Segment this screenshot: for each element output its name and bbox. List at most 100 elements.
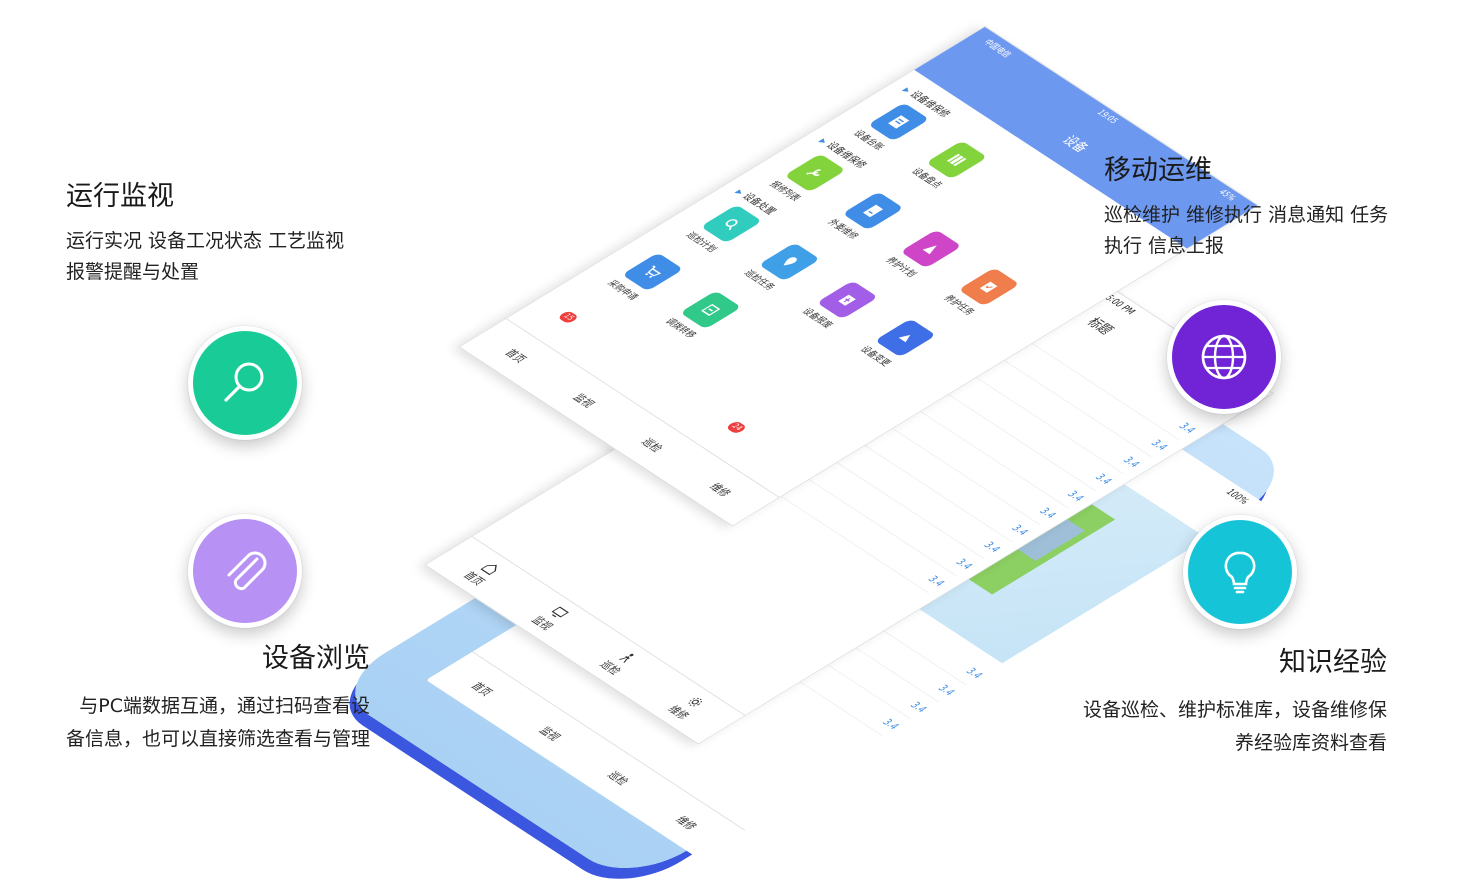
tile-label: 养护计划 [883, 255, 920, 279]
tab-inspection[interactable]: 巡检 [562, 741, 676, 814]
tab-label: 监视 [569, 392, 598, 410]
walking-person-icon [619, 653, 634, 663]
tile-inspection-plan[interactable]: 巡检计划 [667, 195, 777, 264]
feature-desc-line: 运行实况 设备工况状态 工艺监视 [66, 230, 345, 252]
transfer-icon [679, 290, 742, 330]
row-value: 3.4 [1120, 454, 1144, 469]
table-row: 污水集水池液位(m)3.4 [755, 357, 1040, 543]
row-label: 污泥池液位(m) [929, 260, 993, 302]
tab-monitor[interactable]: 监视 [528, 364, 642, 437]
tile-maintenance-plan[interactable]: 养护计划 [867, 220, 977, 289]
tile-label: 设备报废 [799, 306, 836, 330]
table-row: 污水集水池液位(m) 3.4 [866, 289, 1152, 475]
table-row: 污水集水池液位(m)3.4 [709, 500, 994, 686]
tile-label: 设备台账 [850, 128, 887, 152]
row-label: 污水集水池液位(m) [873, 294, 952, 346]
phone-home-button [924, 651, 973, 682]
tile-transfer[interactable]: 调拨转移 [647, 281, 757, 350]
tile-equipment-scrap[interactable]: 设备报废 [783, 271, 893, 340]
row-label: 污泥池液位(m) [845, 311, 909, 353]
table-row: 污泥池液位(m)3.4 [699, 391, 984, 577]
feature-monitor-desc: 运行实况 设备工况状态 工艺监视 报警提醒与处置 [66, 226, 426, 288]
tab-label: 监视 [535, 725, 564, 743]
base-value-list: 污水集水池液位(m)3.4 排放池液位(m)3.4 污泥池液位(m)3.4 污水… [626, 500, 994, 737]
lightbulb-icon [1224, 551, 1256, 594]
feature-desc-line: 与PC端数据互通，通过扫码查看设 [79, 695, 370, 717]
tile-label: 巡检任务 [741, 268, 778, 292]
feature-browse-desc: 与PC端数据互通，通过扫码查看设 备信息，也可以直接筛选查看与管理 [10, 690, 370, 756]
table-row: 污泥池液位(m)3.4 [653, 534, 939, 720]
tab-home[interactable]: 首页 [460, 319, 574, 392]
tab-home[interactable]: 首页 [426, 652, 540, 725]
scrap-icon [816, 280, 879, 320]
mid-tabbar: 首页 监视 巡检 维修 [425, 536, 746, 744]
feature-browse: 设备浏览 与PC端数据互通，通过扫码查看设 备信息，也可以直接筛选查看与管理 [10, 642, 370, 756]
row-value: 3.4 [1092, 471, 1116, 486]
tile-label: 巡检计划 [683, 230, 720, 254]
tab-label: 维修 [664, 703, 692, 722]
table-row: 污泥池液位(m)3.4 [922, 255, 1207, 441]
row-value: 3.4 [1009, 522, 1032, 537]
table-row: 排放池液位(m)3.4 [894, 272, 1179, 458]
tab-inspection[interactable]: 巡检 [562, 626, 676, 699]
tab-label: 巡检 [603, 769, 632, 788]
table-row: 排放池液位(m) 3.4 [727, 374, 1012, 560]
row-label: 排放池液位(m) [688, 522, 752, 564]
tile-equipment-ledger[interactable]: 设备台账 [835, 93, 945, 162]
mid-time: 6:00 PM [1101, 292, 1139, 317]
row-label: 排放池液位(m) [734, 379, 798, 421]
tile-equipment-inventory[interactable]: 设备盘点 [893, 131, 1003, 200]
section-disposal: 设备处置 [732, 186, 781, 217]
plant-illustration-svg [841, 420, 1116, 595]
feature-desc-line: 巡检维护 维修执行 消息通知 任务 [1104, 204, 1389, 226]
table-row: 排放池液位(m) 3.4 [681, 517, 966, 703]
location-icon [758, 242, 821, 282]
tab-label: 首页 [467, 680, 496, 699]
change-icon [874, 318, 937, 358]
row-value: 3.4 [981, 539, 1004, 554]
feature-desc-line: 养经验库资料查看 [1234, 732, 1387, 754]
notification-badge: 24 [725, 420, 748, 435]
tile-maintenance-task[interactable]: 养护任务 [925, 258, 1035, 327]
row-value: 3.4 [925, 573, 949, 588]
tab-repair[interactable]: 维修 [630, 671, 744, 744]
row-value: 3.4 [935, 682, 959, 698]
tab-label: 首页 [460, 570, 488, 588]
feature-monitor: 运行监视 运行实况 设备工况状态 工艺监视 报警提醒与处置 [66, 180, 426, 288]
plant-illustration [745, 370, 1208, 664]
tab-monitor[interactable]: 监视 [494, 697, 608, 770]
top-screen: 中国电信 19:05 45% 设备 设备维保修 设备台账 设备盘点 设备维保修 … [458, 26, 1259, 527]
row-value: 3.4 [907, 699, 931, 715]
tile-label: 报修列表 [767, 179, 804, 203]
search-icon [224, 362, 264, 402]
tile-outsourced-repair[interactable]: 外委维修 [809, 182, 919, 251]
row-value: 3.4 [1148, 437, 1172, 452]
tab-label: 首页 [501, 347, 530, 365]
feature-knowledge-desc: 设备巡检、维护标准库，设备维修保 养经验库资料查看 [1020, 694, 1387, 760]
row-label: 排放池液位(m) [817, 328, 881, 370]
tile-purchase-request[interactable]: 采购申请 [589, 243, 699, 312]
home-icon [480, 564, 498, 575]
tile-equipment-change[interactable]: 设备变更 [841, 309, 951, 378]
top-time: 19:05 [1094, 108, 1121, 126]
table-row: 污泥池液位(m)3.4 [783, 340, 1068, 526]
row-value: 3.4 [953, 556, 977, 571]
cart-icon [621, 252, 684, 292]
tab-label: 巡检 [596, 659, 624, 677]
row-label: 污水集水池液位(m) [632, 556, 711, 608]
tile-repair-list[interactable]: 报修列表 [751, 144, 861, 213]
feature-desc-line: 备信息，也可以直接筛选查看与管理 [65, 728, 370, 750]
row-label: 污泥池液位(m) [789, 345, 853, 387]
tile-inspection-task[interactable]: 巡检任务 [725, 233, 835, 302]
tab-repair[interactable]: 维修 [664, 453, 778, 526]
gear-icon [689, 697, 703, 707]
ledger-icon [867, 102, 930, 142]
tab-home[interactable]: 首页 [426, 537, 540, 610]
top-carrier: 中国电信 [980, 38, 1013, 60]
tile-label: 设备盘点 [908, 166, 945, 190]
feature-monitor-title: 运行监视 [66, 181, 174, 212]
task-icon [958, 267, 1020, 307]
tab-inspection[interactable]: 巡检 [596, 408, 710, 481]
top-tabbar: 首页 监视 巡检 维修 [459, 318, 780, 526]
tab-monitor[interactable]: 监视 [494, 582, 608, 655]
